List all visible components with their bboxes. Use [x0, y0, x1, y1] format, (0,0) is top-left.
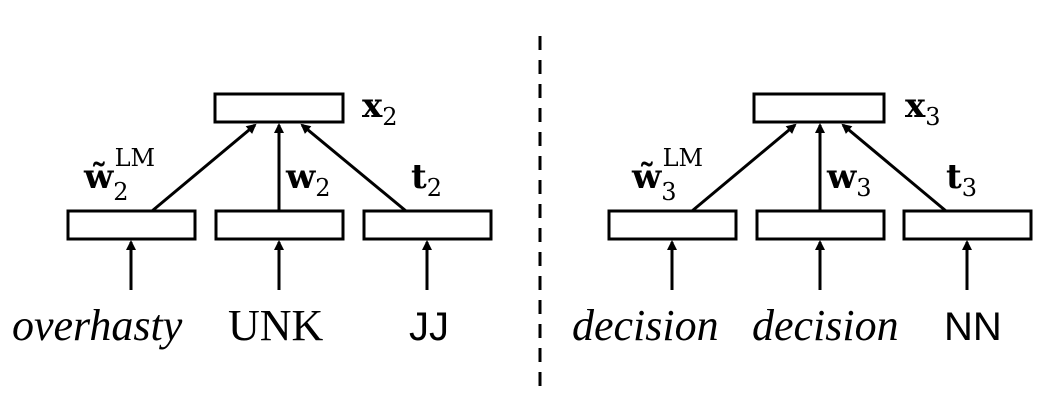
- right-panel: x3 w̃3LM w3 t3 decision decision NN: [572, 86, 1033, 350]
- vector-label-tag-left: t2: [411, 157, 442, 202]
- arrow-lm-to-output-left: [151, 123, 257, 213]
- arrow-tag-to-output-left: [300, 123, 407, 213]
- left-panel: x2 w̃2LM w2 t2 overhasty UNK JJ: [12, 86, 493, 350]
- input-word-left-1: overhasty: [12, 301, 183, 350]
- embedding-box-right-1: [607, 209, 738, 241]
- output-box-left: [213, 92, 345, 124]
- input-word-left-2: UNK: [228, 301, 324, 350]
- embedding-box-right-3: [902, 209, 1033, 241]
- vector-label-tag-right: t3: [946, 157, 977, 202]
- vector-label-word-right: w3: [826, 157, 872, 202]
- output-box-right: [752, 92, 886, 124]
- vector-label-lm-right: w̃3LM: [631, 144, 703, 206]
- arrow-lm-to-output-right: [691, 123, 797, 213]
- input-word-right-1: decision: [572, 301, 719, 350]
- arrow-tag-to-output-right: [841, 123, 947, 213]
- input-word-right-2: decision: [752, 301, 899, 350]
- output-label-left: x2: [362, 86, 398, 131]
- embedding-box-left-1: [66, 209, 197, 241]
- input-word-left-3: JJ: [409, 305, 449, 349]
- vector-label-word-left: w2: [285, 157, 331, 202]
- input-word-right-3: NN: [944, 305, 1002, 349]
- vector-label-lm-left: w̃2LM: [83, 144, 155, 206]
- embedding-box-left-2: [214, 209, 345, 241]
- output-label-right: x3: [905, 86, 941, 131]
- embedding-box-left-3: [362, 209, 493, 241]
- embedding-box-right-2: [755, 209, 886, 241]
